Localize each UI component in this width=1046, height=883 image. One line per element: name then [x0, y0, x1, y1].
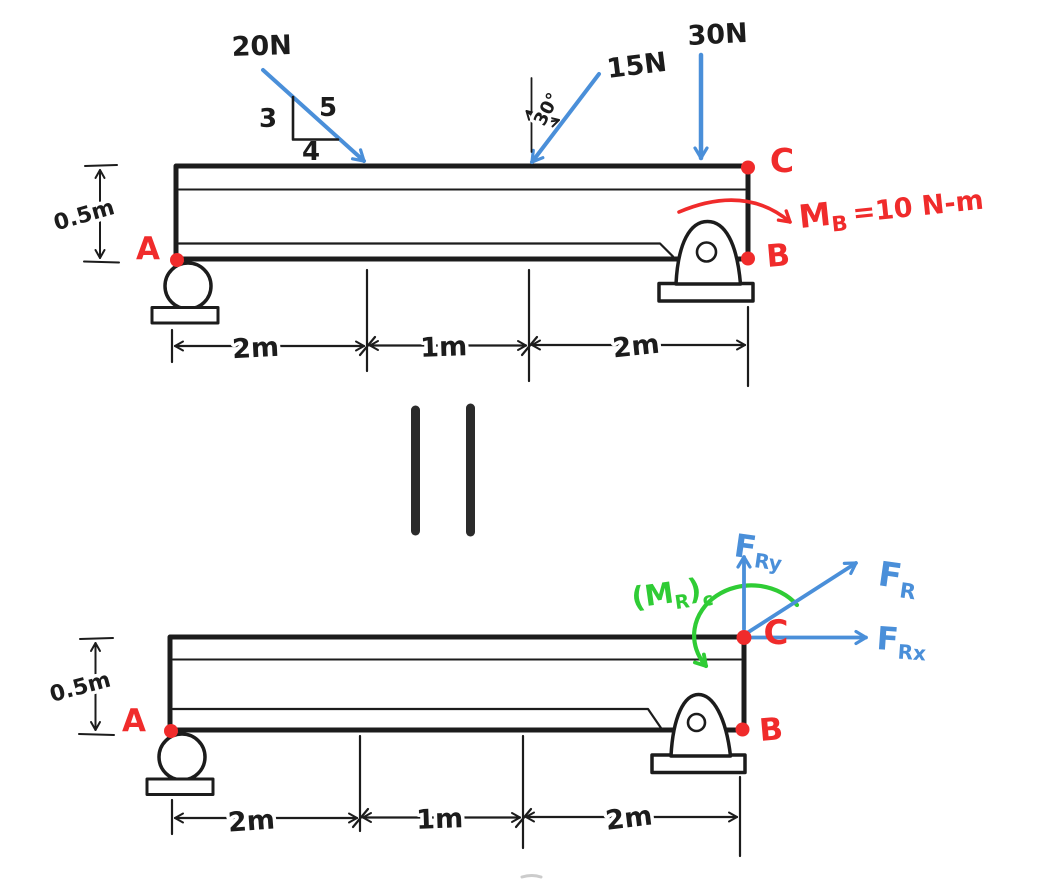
point-dot-c	[741, 160, 755, 175]
height-dim-serif-top	[79, 637, 114, 640]
point-label-a: A	[122, 703, 146, 739]
point-dot-c	[736, 630, 752, 645]
moment-b-subscript: B	[830, 211, 848, 237]
resultant-moment-sub-c: c	[701, 589, 714, 611]
dim-tick-2	[520, 335, 539, 357]
height-dim-serif-top	[84, 164, 118, 167]
force-30n: 30N	[687, 18, 749, 161]
beam-outline	[167, 634, 747, 733]
force-20n-arrow	[261, 68, 366, 163]
resultant-moment-c: (MR)c	[629, 570, 800, 669]
point-label-a: A	[136, 231, 160, 267]
roller-base	[150, 306, 220, 325]
force-30n-label: 30N	[687, 18, 749, 52]
resultant-fr-label: FR	[875, 554, 920, 604]
pin-support-b	[657, 219, 755, 303]
equals-icon	[411, 403, 475, 537]
resultant-fr-symbol: F	[876, 554, 905, 597]
resultant-fy-symbol: F	[732, 526, 759, 567]
top-beam-diagram: 20N 3 5 4 15N 30° 30N MB=10 N-m	[48, 18, 986, 388]
moment-b-symbol: M	[797, 195, 833, 236]
height-dimension: 0.5m	[48, 164, 121, 264]
resultant-forces-c: FRy FR FRx	[731, 526, 928, 665]
height-dim-serif-bottom	[83, 260, 120, 264]
resultant-fx-label: FRx	[875, 619, 928, 665]
angle-arc	[525, 110, 560, 128]
height-dimension: 0.5m	[44, 637, 117, 736]
dim-tick-2	[514, 807, 533, 829]
resultant-moment-label: (MR)c	[629, 570, 714, 621]
dim-label-mid: 1m	[420, 331, 468, 364]
stray-mark	[520, 874, 543, 879]
pin-base	[657, 281, 755, 303]
resultant-fy-subscript: Ry	[753, 548, 784, 576]
roller-wheel	[157, 732, 207, 782]
dim-label-right: 2m	[604, 800, 654, 836]
pin-hole	[686, 712, 707, 733]
resultant-moment-sub-r: R	[673, 590, 691, 614]
dim-label-right: 2m	[611, 329, 661, 365]
length-dimensions: 2m 1m 2m	[170, 734, 742, 858]
moment-b-value: =10 N-m	[851, 185, 985, 230]
point-label-b: B	[765, 237, 792, 275]
force-15n-label: 15N	[605, 47, 669, 85]
point-dot-a	[164, 724, 178, 738]
slope-opposite-label: 3	[259, 104, 277, 134]
slope-hypotenuse-label: 5	[319, 93, 337, 123]
point-dot-a	[170, 253, 184, 267]
dim-label-mid: 1m	[416, 803, 464, 836]
height-dim-label: 0.5m	[47, 668, 113, 708]
beam-flange-line-bottom	[171, 707, 663, 730]
moment-b-label: MB=10 N-m	[797, 179, 986, 240]
roller-support-a	[145, 732, 215, 796]
pin-support-b	[650, 692, 747, 775]
beam-flange-line-bottom	[177, 242, 675, 258]
bottom-beam-diagram: (MR)c FRy FR FRx A B C 0.5m	[44, 526, 928, 879]
height-dim-serif-bottom	[78, 733, 115, 736]
point-label-c: C	[770, 141, 794, 180]
dim-label-left: 2m	[231, 332, 279, 365]
point-dot-b	[735, 722, 750, 737]
resultant-moment-close: )	[685, 572, 703, 608]
point-dot-b	[741, 251, 755, 266]
dim-tick-1	[351, 807, 370, 829]
height-dim-label: 0.5m	[51, 195, 117, 236]
resultant-fr-arrow	[745, 561, 858, 635]
length-dimensions: 2m 1m 2m	[170, 268, 750, 388]
dim-tick-1	[358, 335, 377, 357]
force-20n: 20N 3 5 4	[231, 30, 366, 167]
resultant-moment-open: (M	[629, 575, 675, 615]
force-15n-arrow	[530, 72, 601, 164]
force-15n: 15N 30°	[525, 47, 669, 164]
dim-label-left: 2m	[227, 804, 276, 838]
resultant-fx-symbol: F	[875, 619, 899, 658]
point-label-b: B	[758, 711, 785, 749]
roller-support-a	[150, 261, 220, 325]
moment-b-arc	[677, 198, 792, 224]
point-label-c: C	[764, 613, 789, 653]
force-20n-label: 20N	[231, 30, 292, 63]
slope-triangle: 3 5 4	[259, 93, 340, 167]
resultant-moment-arc	[692, 583, 800, 669]
slope-triangle-legs	[291, 95, 340, 141]
resultant-fx-subscript: Rx	[897, 640, 927, 666]
resultant-fr-subscript: R	[898, 578, 917, 604]
roller-wheel	[163, 261, 213, 311]
roller-base	[145, 777, 215, 796]
resultant-fy-label: FRy	[731, 526, 786, 575]
slope-adjacent-label: 4	[302, 137, 320, 167]
pin-hole	[695, 241, 718, 263]
